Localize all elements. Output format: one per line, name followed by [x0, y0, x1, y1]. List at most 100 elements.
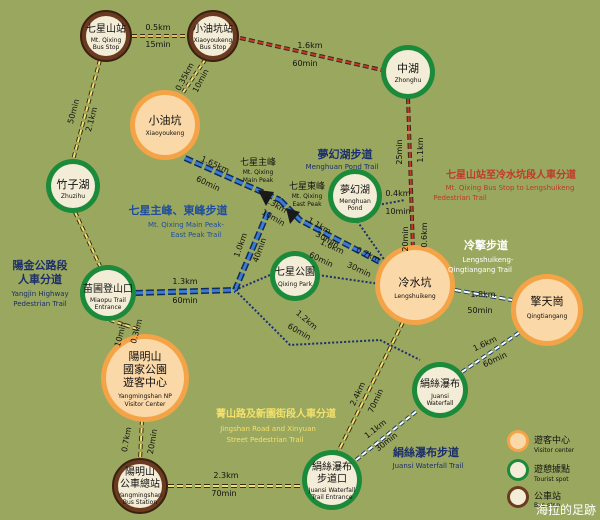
bus-stop-qixingshan[interactable]	[80, 10, 132, 62]
segment-distance: 0.6km	[420, 222, 429, 247]
path-xiaoyoukeng-main-peak-inner	[184, 156, 281, 202]
segment-time: 70min	[211, 489, 236, 498]
legend: 遊客中心 Visitor center 遊憩據點 Tourist spot 公車…	[507, 430, 575, 509]
segment-time: 50min	[467, 306, 492, 315]
station-label: 七星公園	[275, 266, 315, 278]
path-qixing-park-lengshuikeng	[317, 274, 381, 285]
peak-label: 七星東峰	[289, 180, 325, 192]
segment-time: 50min	[66, 98, 81, 125]
station-label-en: Yangmingshan NP	[117, 393, 172, 400]
station-label: 國家公園	[123, 362, 167, 376]
vc-lengshuikeng[interactable]	[375, 245, 455, 325]
station-label: 夢幻湖	[340, 183, 370, 196]
station-label-en: Bus Stop	[93, 44, 120, 51]
path-zhuzihu-miaopu-inner	[74, 211, 101, 267]
station-label-en: Visitor Center	[124, 401, 166, 408]
path-main-east-peak-inner	[278, 198, 381, 264]
station-label-en: Bus Station	[123, 499, 157, 506]
spot-qixing-park[interactable]	[270, 251, 320, 301]
segment-time: 60min	[195, 174, 222, 193]
route-title-jingshan-en: Street Pedestrian Trail	[227, 436, 304, 444]
path-juansi-entrance-lengshuikeng-inner	[335, 317, 406, 457]
path-juansi-entrance-waterfall-inner	[355, 409, 419, 461]
station-label-en: Yangmingshan	[117, 492, 162, 499]
spot-juansi-entrance[interactable]	[302, 450, 362, 510]
station-label: 竹子湖	[57, 177, 90, 191]
segment-distance: 1.6km	[472, 334, 499, 353]
peak-label-en: Mt. Qixing	[243, 169, 274, 176]
station-label-en: Mt. Qixing	[91, 37, 122, 44]
station-label: 陽明山	[129, 350, 162, 363]
route-title-main-east-en: Mt. Qixing Main Peak-	[148, 221, 224, 229]
station-label: 中湖	[397, 62, 419, 75]
segment-time: 20min	[146, 428, 159, 454]
station-label-en: Pond	[348, 205, 363, 212]
segment-distance: 2.3km	[213, 471, 238, 480]
station-label-en: Trail Entrance	[310, 494, 352, 501]
station-label: 冷水坑	[399, 275, 432, 289]
station-label-en: Menghuan	[339, 198, 371, 205]
station-label: 絹絲瀑布	[312, 460, 352, 473]
path-menghuan-zhonghu	[377, 199, 406, 206]
route-title-main-east-en: East Peak Trail	[171, 231, 222, 239]
segment-distance: 1.3km	[172, 277, 197, 286]
route-title-yangjin: 人車分道	[18, 272, 62, 286]
vc-qingtiangang[interactable]	[511, 274, 583, 346]
segment-distance: 0.4km	[385, 189, 410, 198]
peak-label: 七星主峰	[240, 156, 276, 168]
station-label: 小油坑	[149, 113, 182, 127]
legend-label-en: Bus stop	[534, 502, 560, 509]
station-label: 七星山站	[86, 22, 126, 35]
station-label-en: Juansi Waterfall	[308, 487, 356, 494]
spot-zhuzihu[interactable]	[46, 159, 100, 213]
path-xiaoyoukeng-bus-spot-inner	[177, 59, 206, 101]
path-zhonghu-lengshuikeng-inner	[407, 97, 414, 251]
path-lengshuikeng-juansi-south	[379, 339, 421, 361]
route-title-qixing-lengshuikeng-en: Mt. Qixing Bus Stop to Lengshuikeng	[446, 184, 575, 192]
legend-label: 遊客中心	[534, 434, 570, 446]
path-lengshuikeng-qingtiangang-inner	[454, 289, 513, 301]
spot-juansi-waterfall[interactable]	[412, 362, 468, 418]
segment-time: 15min	[145, 40, 170, 49]
segment-distance: 1.0km	[232, 232, 249, 259]
peak-label-en: Main Peak	[243, 177, 274, 184]
segment-time: 60min	[482, 350, 509, 369]
segment-time: 30min	[346, 260, 373, 279]
station-label: 公車總站	[120, 477, 160, 490]
path-xiaoyoukeng-bus-zhonghu-inner	[239, 37, 383, 71]
bus-stop-yangmingshan[interactable]	[112, 458, 168, 514]
station-label: 陽明山	[125, 466, 155, 478]
spot-menghuan-pond[interactable]	[328, 169, 382, 223]
station-label: 擎天崗	[531, 294, 564, 308]
station-label: 絹絲瀑布	[420, 377, 460, 390]
segment-time: 10min	[385, 207, 410, 216]
spot-miaopu[interactable]	[80, 265, 136, 321]
segment-time: 10min	[191, 68, 211, 95]
path-visitor-busstation-inner	[139, 419, 143, 461]
station-label-en: Lengshuikeng	[394, 293, 436, 300]
station-label-en: Waterfall	[427, 400, 454, 407]
station-label-en: Miaopu Trail	[90, 297, 126, 304]
station-label-en: Qixing Park	[278, 281, 313, 288]
vc-xiaoyoukeng[interactable]	[130, 90, 200, 160]
route-title-qixing-lengshuikeng-en: Pedestrian Trail	[433, 194, 487, 202]
bus-stop-xiaoyoukeng[interactable]	[187, 10, 239, 62]
main-peak-arrow	[258, 190, 274, 206]
station-label-en: Bus Stop	[200, 44, 227, 51]
route-title-jingshan-en: Jingshan Road and Xinyuan	[219, 425, 316, 433]
station-label-en: Xiaoyoukeng	[146, 130, 185, 137]
route-title-juansi-en: Juansi Waterfall Trail	[392, 462, 464, 470]
legend-label-en: Visitor center	[534, 447, 575, 454]
route-title-lengqing: 冷擎步道	[464, 238, 508, 252]
peak-label-en: East Peak	[292, 201, 322, 208]
vc-yangmingshan[interactable]	[101, 334, 189, 422]
spot-zhonghu[interactable]	[381, 45, 435, 99]
path-menghuan-lengshuikeng	[354, 217, 389, 266]
station-label-en: Qingtiangang	[527, 313, 568, 320]
path-miaopu-visitor-inner	[109, 319, 141, 331]
segment-time: 25min	[395, 139, 404, 164]
segment-time: 60min	[292, 59, 317, 68]
segment-distance: 1.1km	[416, 137, 425, 162]
segment-time: 20min	[401, 226, 410, 251]
peak-label-en: Mt. Qixing	[292, 193, 323, 200]
